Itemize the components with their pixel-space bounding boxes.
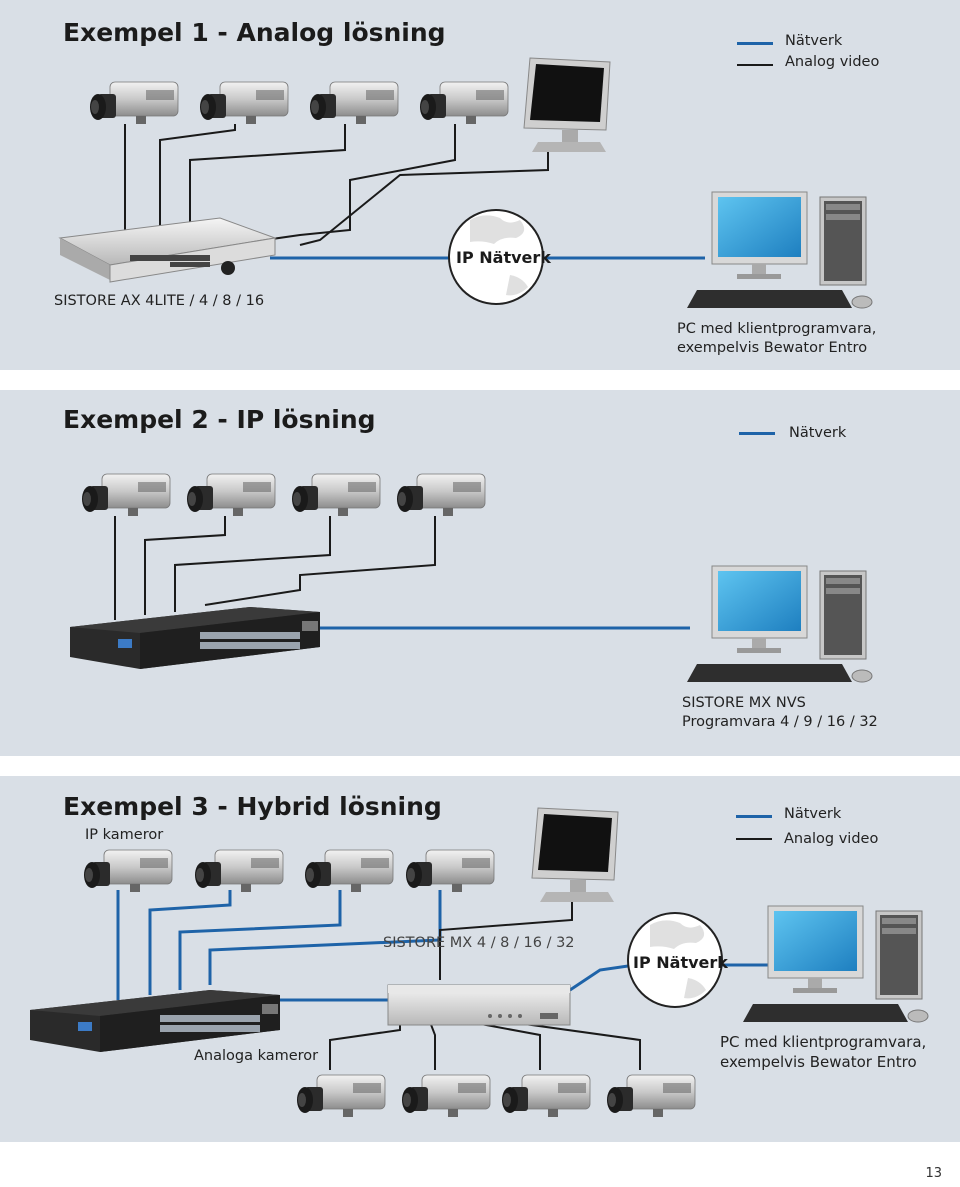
ex3-pc-label-line1: PC med klientprogramvara, bbox=[720, 1033, 927, 1051]
legend-analog-swatch bbox=[736, 838, 772, 840]
ex1-globe bbox=[448, 209, 544, 305]
page-number: 13 bbox=[925, 1166, 942, 1181]
ex3-nvr-recorder bbox=[387, 984, 571, 1026]
ex3-pc-workstation bbox=[742, 905, 929, 1023]
ip-camera-3 bbox=[309, 81, 399, 125]
legend-network-label: Nätverk bbox=[789, 425, 847, 441]
ex2-title: Exempel 2 - IP lösning bbox=[63, 405, 376, 434]
ex2-network-switch bbox=[70, 607, 320, 669]
ex2-pc-label-line2: Programvara 4 / 9 / 16 / 32 bbox=[682, 713, 878, 730]
analog-camera-4 bbox=[606, 1074, 696, 1118]
ex3-network-switch bbox=[30, 990, 280, 1052]
ex3-monitor bbox=[531, 807, 619, 903]
ip-camera-1 bbox=[83, 849, 173, 893]
ip-camera-1 bbox=[81, 473, 171, 517]
ex2-pc-workstation bbox=[686, 565, 873, 683]
ex1-analog-cables bbox=[124, 124, 456, 246]
ip-camera-4 bbox=[396, 473, 486, 517]
ex2-cameras bbox=[81, 473, 486, 517]
ex1-monitor-cable bbox=[299, 148, 549, 246]
ex3-analog-cameras bbox=[296, 1074, 696, 1118]
ex1-pc-label-line1: PC med klientprogramvara, bbox=[677, 321, 877, 337]
ex1-cameras bbox=[89, 81, 509, 125]
ex1-network-label: IP Nätverk bbox=[456, 248, 551, 267]
ex3-pc-label-line2: exempelvis Bewator Entro bbox=[720, 1052, 917, 1071]
legend-analog-label: Analog video bbox=[785, 54, 880, 70]
ip-camera-4 bbox=[419, 81, 509, 125]
analog-camera-3 bbox=[501, 1074, 591, 1118]
legend-network-swatch bbox=[739, 432, 775, 435]
ex3-analog-cables bbox=[329, 900, 641, 1070]
ex1-recorder-label: SISTORE AX 4LITE / 4 / 8 / 16 bbox=[54, 293, 265, 309]
ex3-pc-label: PC med klientprogramvara, exempelvis Bew… bbox=[720, 1033, 926, 1072]
ip-camera-2 bbox=[199, 81, 289, 125]
ex3-network-label: IP Nätverk bbox=[633, 953, 728, 972]
ex1-monitor bbox=[523, 57, 611, 153]
legend-network-swatch bbox=[736, 815, 772, 818]
ex3-title: Exempel 3 - Hybrid lösning bbox=[63, 792, 442, 821]
ex3-globe bbox=[627, 912, 723, 1008]
ex1-dvr-recorder bbox=[58, 217, 277, 283]
ip-camera-3 bbox=[291, 473, 381, 517]
ex3-ip-cameras bbox=[83, 849, 495, 893]
ex3-recorder-label: SISTORE MX 4 / 8 / 16 / 32 bbox=[383, 935, 575, 951]
ex1-pc-label: PC med klientprogramvara, exempelvis Bew… bbox=[677, 320, 876, 358]
legend-network-label: Nätverk bbox=[785, 33, 843, 49]
ip-camera-3 bbox=[304, 849, 394, 893]
ex3-network-cables bbox=[116, 890, 770, 1002]
ip-camera-2 bbox=[194, 849, 284, 893]
ip-camera-4 bbox=[405, 849, 495, 893]
ex3-subtitle: IP kameror bbox=[85, 827, 164, 843]
ex2-pc-label-line1: SISTORE MX NVS bbox=[682, 695, 806, 711]
ex2-pc-label: SISTORE MX NVS Programvara 4 / 9 / 16 / … bbox=[682, 694, 878, 732]
legend-network-label: Nätverk bbox=[784, 806, 842, 822]
ip-camera-2 bbox=[186, 473, 276, 517]
analog-camera-1 bbox=[296, 1074, 386, 1118]
analog-camera-2 bbox=[401, 1074, 491, 1118]
ex1-pc-workstation bbox=[686, 191, 873, 309]
ex1-pc-label-line2: exempelvis Bewator Entro bbox=[677, 339, 868, 356]
legend-network-swatch bbox=[737, 42, 773, 45]
legend-analog-swatch bbox=[737, 64, 773, 66]
ex2-network-cables bbox=[114, 516, 436, 620]
ip-camera-1 bbox=[89, 81, 179, 125]
legend-analog-label: Analog video bbox=[784, 831, 879, 847]
ex3-analog-label: Analoga kameror bbox=[194, 1048, 319, 1064]
ex1-title: Exempel 1 - Analog lösning bbox=[63, 18, 446, 47]
